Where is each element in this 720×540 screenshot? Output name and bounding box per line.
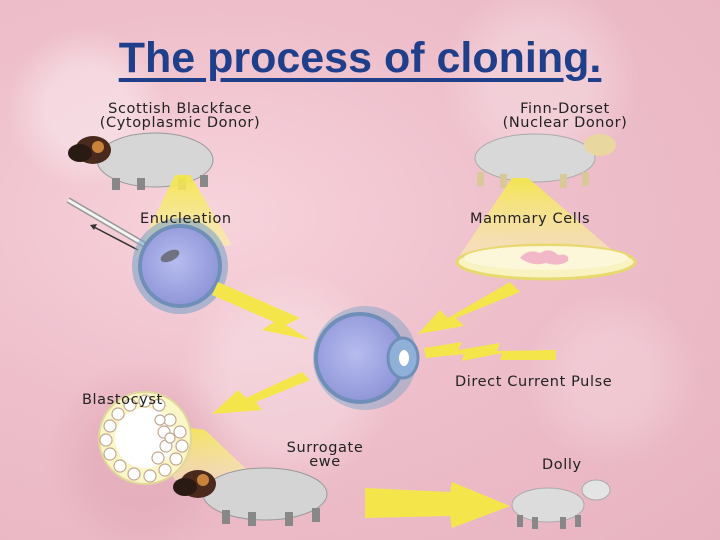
blastocyst-label: Blastocyst <box>82 393 163 407</box>
arrow-fusion-to-blastocyst <box>212 372 310 414</box>
blackface-label: Scottish Blackface (Cytoplasmic Donor) <box>50 102 310 130</box>
finn-dorset-label-line2: (Nuclear Donor) <box>440 116 690 130</box>
arrow-mammary-to-fusion <box>418 282 520 334</box>
arrow-surrogate-to-dolly <box>365 482 510 528</box>
surrogate-label-line2: ewe <box>255 455 395 469</box>
finn-dorset-sheep-icon <box>475 134 616 188</box>
dolly-label: Dolly <box>542 458 582 472</box>
dolly-lamb-icon <box>512 480 610 529</box>
finn-dorset-label-line1: Finn-Dorset <box>440 102 690 116</box>
surrogate-ewe-label: Surrogate ewe <box>255 441 395 469</box>
lightning-pulse-icon <box>424 342 556 361</box>
pipette-icon <box>68 200 145 250</box>
surrogate-label-line1: Surrogate <box>255 441 395 455</box>
finn-dorset-label: Finn-Dorset (Nuclear Donor) <box>440 102 690 130</box>
egg-cell-icon <box>132 218 228 314</box>
fused-cell-icon <box>313 306 418 410</box>
blackface-label-line1: Scottish Blackface <box>50 102 310 116</box>
blackface-label-line2: (Cytoplasmic Donor) <box>50 116 310 130</box>
direct-current-pulse-label: Direct Current Pulse <box>455 375 612 389</box>
surrogate-ewe-icon <box>173 468 327 526</box>
petri-dish-icon <box>457 245 635 279</box>
mammary-cells-label: Mammary Cells <box>470 212 590 226</box>
arrow-enucleation-to-fusion <box>212 282 310 340</box>
enucleation-label: Enucleation <box>140 212 232 226</box>
